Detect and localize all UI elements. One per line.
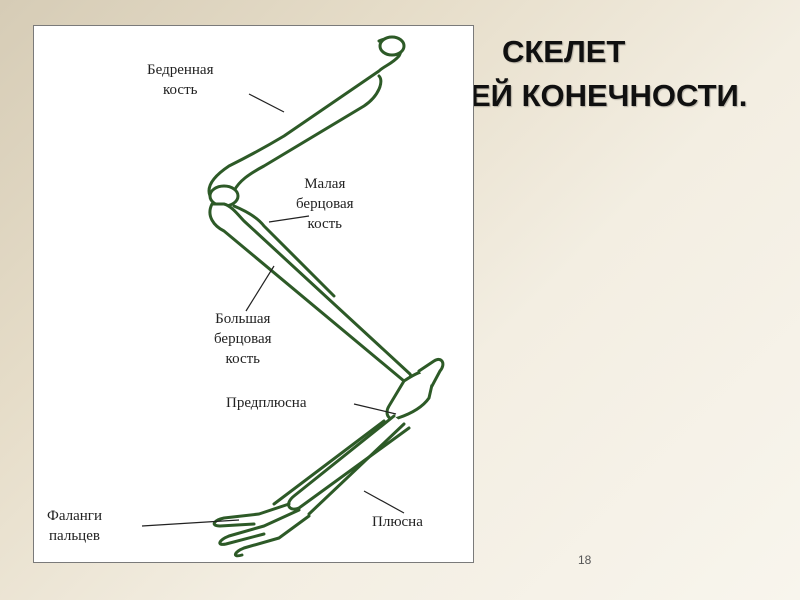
label-femur-line-1: Бедренная xyxy=(147,62,214,78)
label-fibula-line-2: берцовая xyxy=(296,196,354,212)
phalanx-1 xyxy=(212,502,291,528)
metatarsus-bones xyxy=(287,414,411,511)
label-femur-line-2: кость xyxy=(163,82,198,98)
leader-metatarsus xyxy=(363,490,405,514)
label-tarsus: Предплюсна xyxy=(226,393,307,413)
label-metatarsus-text: Плюсна xyxy=(372,514,423,530)
label-phalanges-line-2: пальцев xyxy=(49,528,100,544)
phalanx-2 xyxy=(218,508,301,546)
label-tibia-line-3: кость xyxy=(225,351,260,367)
leader-tibia xyxy=(245,265,275,312)
label-tibia-line-1: Большая xyxy=(215,311,271,327)
metatarsal-2 xyxy=(272,419,386,506)
label-phalanges: Фаланги пальцев xyxy=(47,506,102,546)
label-fibula: Малая берцовая кость xyxy=(296,174,354,234)
label-phalanges-line-1: Фаланги xyxy=(47,508,102,524)
leader-fibula xyxy=(268,215,310,223)
skeleton-drawing xyxy=(141,35,445,558)
label-fibula-line-3: кость xyxy=(307,216,342,232)
femur-bone xyxy=(207,37,403,203)
hindlimb-skeleton-diagram: Бедренная кость Малая берцовая кость Бол… xyxy=(33,25,474,563)
label-femur: Бедренная кость xyxy=(147,60,213,100)
leader-femur xyxy=(248,93,285,113)
label-fibula-line-1: Малая xyxy=(304,176,346,192)
label-metatarsus: Плюсна xyxy=(372,512,423,532)
leader-tarsus xyxy=(353,403,397,415)
slide-title-line-2: ЕЙ КОНЕЧНОСТИ. xyxy=(470,78,748,113)
calcaneus xyxy=(417,357,445,388)
label-tibia: Большая берцовая кость xyxy=(214,309,272,369)
phalanx-3 xyxy=(234,514,311,558)
fibula-bone xyxy=(232,204,336,298)
page-number: 18 xyxy=(578,553,592,567)
metatarsal-3 xyxy=(307,422,406,516)
label-tarsus-text: Предплюсна xyxy=(226,395,307,411)
slide-title-line-1: СКЕЛЕТ xyxy=(502,34,626,69)
label-tibia-line-2: берцовая xyxy=(214,331,272,347)
leader-phalanges xyxy=(141,519,240,527)
femur-head xyxy=(378,35,406,57)
